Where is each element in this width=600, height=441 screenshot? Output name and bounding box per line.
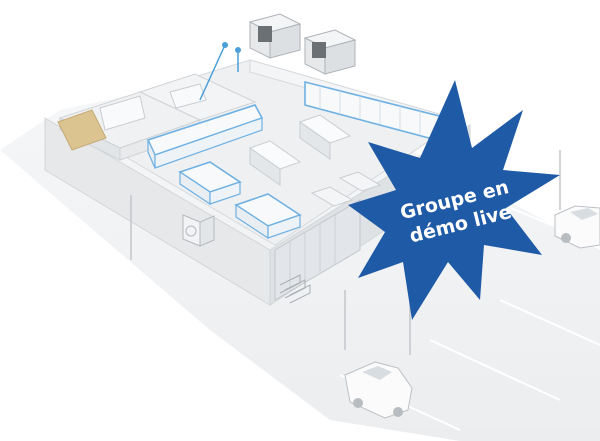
rooftop-unit-2 (303, 29, 357, 75)
badge-starburst (348, 80, 560, 320)
demo-live-badge[interactable]: Groupe en démo live (348, 80, 560, 320)
freezer-island-2 (234, 193, 302, 240)
front-glazing (274, 199, 361, 301)
wall-ac-unit (182, 214, 215, 247)
sensor-pins (199, 42, 241, 101)
shelf-gondola-1 (248, 140, 302, 186)
wood-pallets (57, 109, 107, 151)
car-front (344, 361, 413, 419)
fridge-row-long (146, 104, 264, 169)
shelf-gondola-2 (298, 114, 352, 160)
car-right (554, 205, 600, 249)
checkout-counters (310, 171, 382, 207)
freezer-island-1 (178, 161, 242, 206)
rooftop-unit-1 (248, 13, 302, 59)
shopping-carts (279, 274, 311, 304)
